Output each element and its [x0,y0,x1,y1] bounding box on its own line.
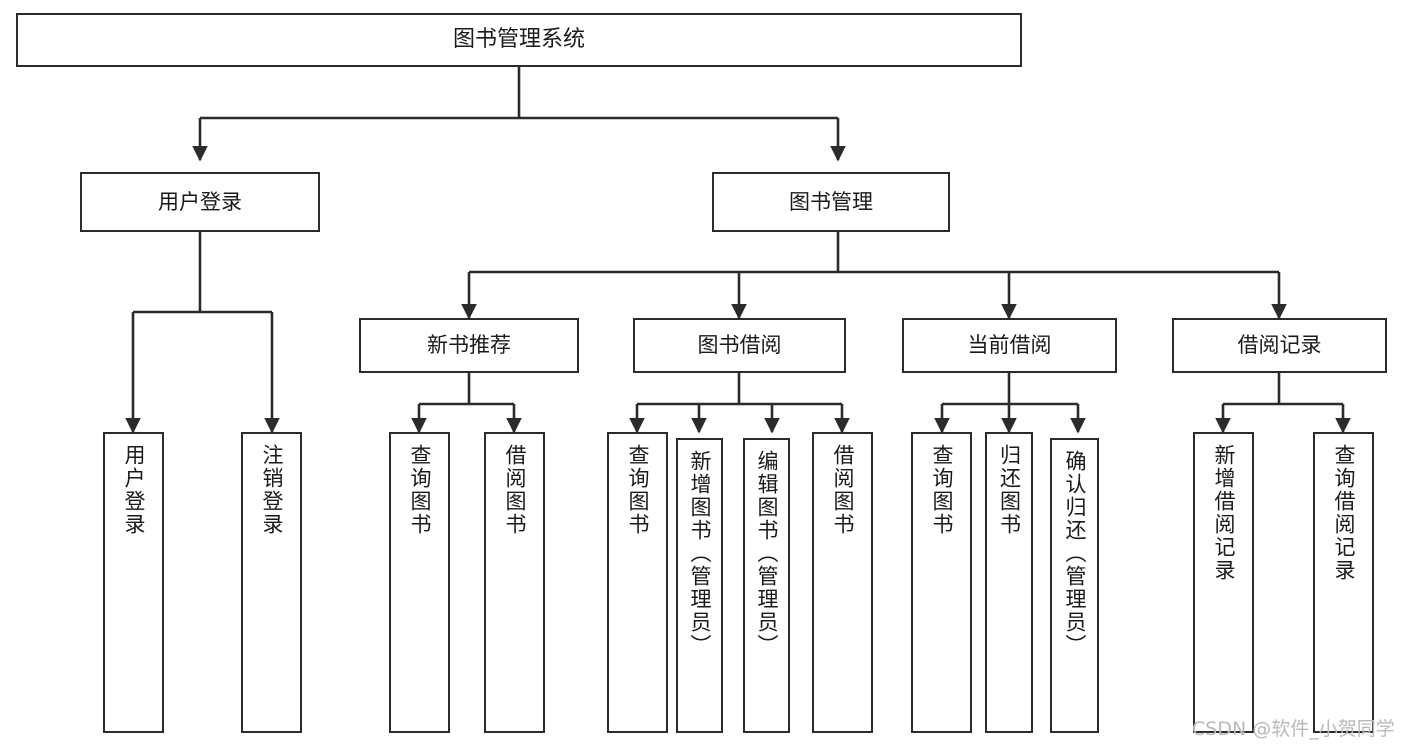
node-current-borrow-label: 当前借阅 [967,333,1052,358]
node-leaf-return-book[interactable]: 归还图书 [985,432,1033,733]
node-leaf-query-record[interactable]: 查询借阅记录 [1313,432,1374,733]
node-leaf-query-book-2[interactable]: 查询图书 [607,432,668,733]
node-leaf-query-book-3[interactable]: 查询图书 [911,432,972,733]
node-leaf-query-book-1-label: 查询图书 [408,444,432,536]
node-leaf-borrow-book-1[interactable]: 借阅图书 [484,432,545,733]
node-book-borrow-label: 图书借阅 [697,333,782,358]
node-leaf-user-login[interactable]: 用户登录 [103,432,164,733]
node-leaf-borrow-book-2-label: 借阅图书 [831,444,855,536]
node-book-borrow[interactable]: 图书借阅 [633,318,846,373]
node-leaf-query-book-1[interactable]: 查询图书 [389,432,450,733]
node-book-management-label: 图书管理 [789,189,873,214]
node-leaf-add-book[interactable]: 新增图书（管理员） [676,438,723,733]
node-new-book-recommend[interactable]: 新书推荐 [359,318,579,373]
node-borrow-record-label: 借阅记录 [1237,333,1322,358]
node-leaf-query-book-3-label: 查询图书 [930,444,954,536]
node-leaf-query-record-label: 查询借阅记录 [1332,444,1356,582]
node-leaf-logout-login-label: 注销登录 [260,444,284,536]
node-leaf-borrow-book-1-label: 借阅图书 [503,444,527,536]
node-user-login-label: 用户登录 [158,189,242,214]
node-user-login[interactable]: 用户登录 [80,172,320,232]
node-leaf-add-record-label: 新增借阅记录 [1212,444,1236,582]
node-leaf-confirm-return[interactable]: 确认归还（管理员） [1050,438,1099,733]
node-leaf-add-record[interactable]: 新增借阅记录 [1193,432,1254,733]
node-new-book-recommend-label: 新书推荐 [427,333,511,358]
node-leaf-user-login-label: 用户登录 [122,444,146,536]
node-leaf-edit-book[interactable]: 编辑图书（管理员） [743,438,790,733]
node-current-borrow[interactable]: 当前借阅 [902,318,1117,373]
node-leaf-add-book-label: 新增图书（管理员） [688,450,712,657]
node-leaf-query-book-2-label: 查询图书 [626,444,650,536]
node-leaf-edit-book-label: 编辑图书（管理员） [755,450,779,657]
node-borrow-record[interactable]: 借阅记录 [1172,318,1387,373]
node-leaf-confirm-return-label: 确认归还（管理员） [1063,450,1087,657]
node-book-management[interactable]: 图书管理 [712,172,950,232]
node-leaf-borrow-book-2[interactable]: 借阅图书 [812,432,873,733]
node-leaf-return-book-label: 归还图书 [997,444,1022,536]
node-leaf-logout-login[interactable]: 注销登录 [241,432,302,733]
node-root-system-label: 图书管理系统 [452,27,585,53]
node-root-system[interactable]: 图书管理系统 [16,13,1022,67]
csdn-watermark: CSDN @软件_小贺同学 [1192,718,1395,740]
